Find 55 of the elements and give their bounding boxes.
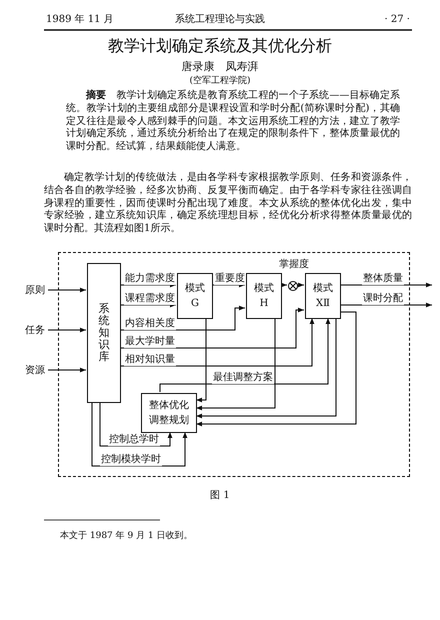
arrow bbox=[196, 312, 356, 426]
box-label: 整体优化调整规划 bbox=[149, 399, 189, 428]
arrow bbox=[296, 282, 304, 288]
arrow bbox=[92, 402, 188, 466]
edge-label: 整体质量 bbox=[362, 273, 404, 285]
edge-label: 内容相关度 bbox=[124, 318, 176, 330]
input-label: 任务 bbox=[22, 323, 48, 337]
footnote-text: 本文于 1987 年 9 月 1 日收到。 bbox=[60, 531, 193, 541]
arrow bbox=[48, 368, 86, 372]
signal-label: 掌握度 bbox=[279, 259, 309, 270]
arrow bbox=[120, 306, 246, 330]
arrow bbox=[340, 282, 432, 288]
knowledge-base-box bbox=[87, 263, 121, 403]
edge-label: 相对知识量 bbox=[124, 354, 176, 366]
arrow bbox=[340, 302, 432, 308]
arrow bbox=[100, 402, 172, 446]
edge-label: 课时分配 bbox=[362, 293, 404, 305]
process-box bbox=[177, 273, 213, 319]
box-label: 模式 G bbox=[184, 282, 206, 311]
arrow bbox=[160, 318, 330, 392]
header-text: · 27 · bbox=[384, 14, 410, 25]
process-box bbox=[246, 273, 282, 319]
header-text: 系统工程理论与实践 bbox=[175, 14, 265, 25]
input-label: 原则 bbox=[22, 283, 48, 297]
arrow bbox=[48, 288, 86, 292]
abstract-paragraph: 摘要 教学计划确定系统是教育系统工程的一个子系统——目标确定系统。教学计划的主要组成部分是课程设置和学时分配(简称课时分配)，其确定又往往是最令人感到棘手的问题。本文运用系统工程的方法，建立了教学计划确定系统，通过系统分析给出了在规定的限制条件下，整体质量最优的课时分配。经试算，结果颇能使人满意。 bbox=[66, 90, 400, 154]
edge-label: 能力需求度 bbox=[124, 273, 176, 285]
article-title: 教学计划确定系统及其优化分析 bbox=[108, 36, 332, 55]
summing-junction bbox=[288, 281, 298, 291]
figure-caption: 图 1 bbox=[210, 490, 230, 501]
box-label: 模式 XⅡ bbox=[312, 282, 334, 311]
byline-text: 唐录康 凤寿湃 bbox=[182, 60, 258, 73]
arrow bbox=[48, 328, 86, 332]
process-box bbox=[141, 393, 197, 433]
arrow bbox=[196, 318, 336, 418]
edge-label: 重要度 bbox=[214, 273, 246, 285]
edge-label: 最佳调整方案 bbox=[212, 372, 274, 384]
edge-label: 最大学时量 bbox=[124, 336, 176, 348]
header-text: 1989 年 11 月 bbox=[46, 14, 114, 25]
arrow bbox=[120, 282, 176, 288]
arrow bbox=[120, 318, 314, 366]
byline-text: (空军工程学院) bbox=[189, 76, 251, 86]
edge-label: 课程需求度 bbox=[124, 293, 176, 305]
arrow bbox=[196, 318, 276, 410]
box-label: 模式 H bbox=[253, 282, 275, 311]
arrow bbox=[120, 308, 304, 348]
edge-label: 控制总学时 bbox=[108, 434, 160, 446]
arrow bbox=[196, 318, 206, 402]
body-paragraph: 确定教学计划的传统做法，是由各学科专家根据教学原则、任务和资源条件，结合各自的教学经验，经多次协商、反复平衡而确定。由于各学科专家往往强调自身课程的重要性，因而使课时分配出现了难度。本文从系统的整体优化出发，集中专家经验，建立系统知识库，确定系统理想目标，经优化分析求得整体质量最优的课时分配。其流程如图1所示。 bbox=[44, 172, 412, 236]
edge-label: 控制模块学时 bbox=[100, 454, 162, 466]
input-label: 资源 bbox=[22, 363, 48, 377]
arrow bbox=[120, 302, 176, 308]
box-label: 系统知识库 bbox=[98, 302, 110, 364]
process-box bbox=[305, 273, 341, 319]
arrow bbox=[280, 282, 288, 288]
